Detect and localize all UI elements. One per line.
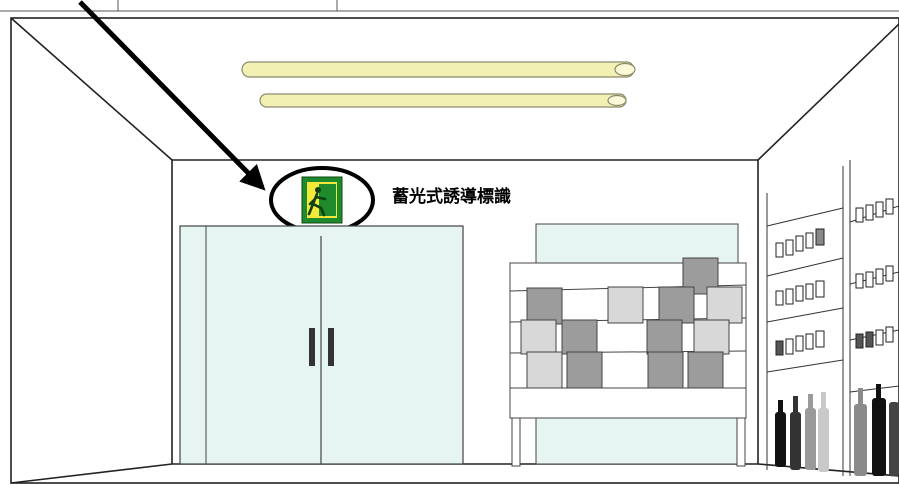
top-strip: [0, 0, 899, 12]
sign-callout-label: 蓄光式誘導標識: [392, 187, 511, 207]
ceiling-light-2: [259, 93, 627, 108]
pointer-arrow-icon: [78, 0, 266, 191]
double-door: [179, 225, 464, 465]
ceiling-light-1: [241, 61, 636, 78]
emergency-exit-icon: [301, 176, 343, 224]
canisters: [775, 198, 894, 356]
bottles: [775, 384, 899, 476]
display-shelf: [509, 257, 747, 467]
